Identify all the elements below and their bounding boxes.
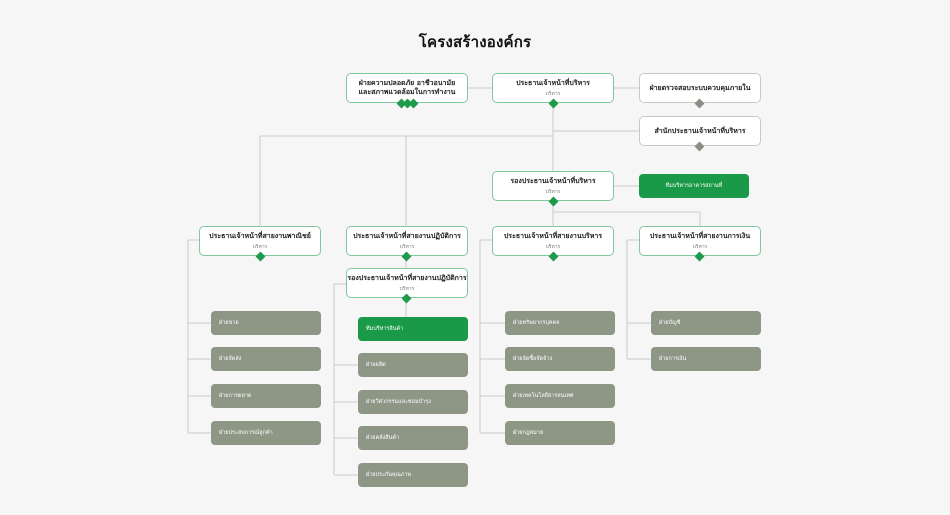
audit-box: ฝ่ายตรวจสอบระบบควบคุมภายใน (639, 73, 761, 103)
administration-title: ประธานเจ้าหน้าที่สายงานบริหาร (503, 231, 603, 240)
operations-sub: บริหาร (399, 243, 415, 250)
department-box: ฝ่ายการเงิน (651, 347, 761, 371)
department-box: ฝ่ายจัดส่ง (211, 347, 321, 371)
safety-title: ฝ่ายความปลอดภัย อาชีวอนามัย และสภาพแวดล้… (358, 79, 456, 96)
department-box: ฝ่ายประสบการณ์ลูกค้า (211, 421, 321, 445)
department-box: ฝ่ายจัดซื้อจัดจ้าง (505, 347, 615, 371)
department-box: ฝ่ายบัญชี (651, 311, 761, 335)
department-box: ฝ่ายประกันคุณภาพ (358, 463, 468, 487)
commercial-sub: บริหาร (252, 243, 268, 250)
deputy-operations-title: รองประธานเจ้าหน้าที่สายงานปฏิบัติการ (347, 273, 467, 282)
ceo-sub: บริหาร (545, 90, 561, 97)
page-title: โครงสร้างองค์กร (418, 33, 532, 51)
administration-sub: บริหาร (545, 243, 561, 250)
commercial-title: ประธานเจ้าหน้าที่สายงานพาณิชย์ (209, 231, 311, 240)
finance-sub: บริหาร (692, 243, 708, 250)
finance-box: ประธานเจ้าหน้าที่สายงานการเงิน บริหาร (639, 226, 761, 256)
administration-box: ประธานเจ้าหน้าที่สายงานบริหาร บริหาร (492, 226, 614, 256)
deputy-operations-sub: บริหาร (399, 285, 415, 292)
department-box: ฝ่ายผลิต (358, 353, 468, 377)
department-box: ฝ่ายเทคโนโลยีสารสนเทศ (505, 384, 615, 408)
department-box: ฝ่ายขาย (211, 311, 321, 335)
audit-title: ฝ่ายตรวจสอบระบบควบคุมภายใน (649, 83, 751, 92)
department-box: ฝ่ายทรัพยากรบุคคล (505, 311, 615, 335)
facility-team-box: ทีมบริหารอาคารสถานที่ (639, 174, 749, 198)
commercial-box: ประธานเจ้าหน้าที่สายงานพาณิชย์ บริหาร (199, 226, 321, 256)
deputy-ceo-sub: บริหาร (545, 188, 561, 195)
safety-box: ฝ่ายความปลอดภัย อาชีวอนามัย และสภาพแวดล้… (346, 73, 468, 103)
deputy-operations-box: รองประธานเจ้าหน้าที่สายงานปฏิบัติการ บริ… (346, 268, 468, 298)
deputy-ceo-title: รองประธานเจ้าหน้าที่บริหาร (510, 176, 596, 185)
department-box: ฝ่ายกฎหมาย (505, 421, 615, 445)
department-box: ฝ่ายวิศวกรรมและซ่อมบำรุง (358, 390, 468, 414)
department-box: ฝ่ายคลังสินค้า (358, 426, 468, 450)
product-team-box: ทีมบริหารสินค้า (358, 317, 468, 341)
finance-title: ประธานเจ้าหน้าที่สายงานการเงิน (649, 231, 751, 240)
department-box: ฝ่ายการตลาด (211, 384, 321, 408)
operations-title: ประธานเจ้าหน้าที่สายงานปฏิบัติการ (353, 231, 461, 240)
ceo-office-title: สำนักประธานเจ้าหน้าที่บริหาร (654, 126, 746, 135)
ceo-title: ประธานเจ้าหน้าที่บริหาร (516, 78, 590, 87)
